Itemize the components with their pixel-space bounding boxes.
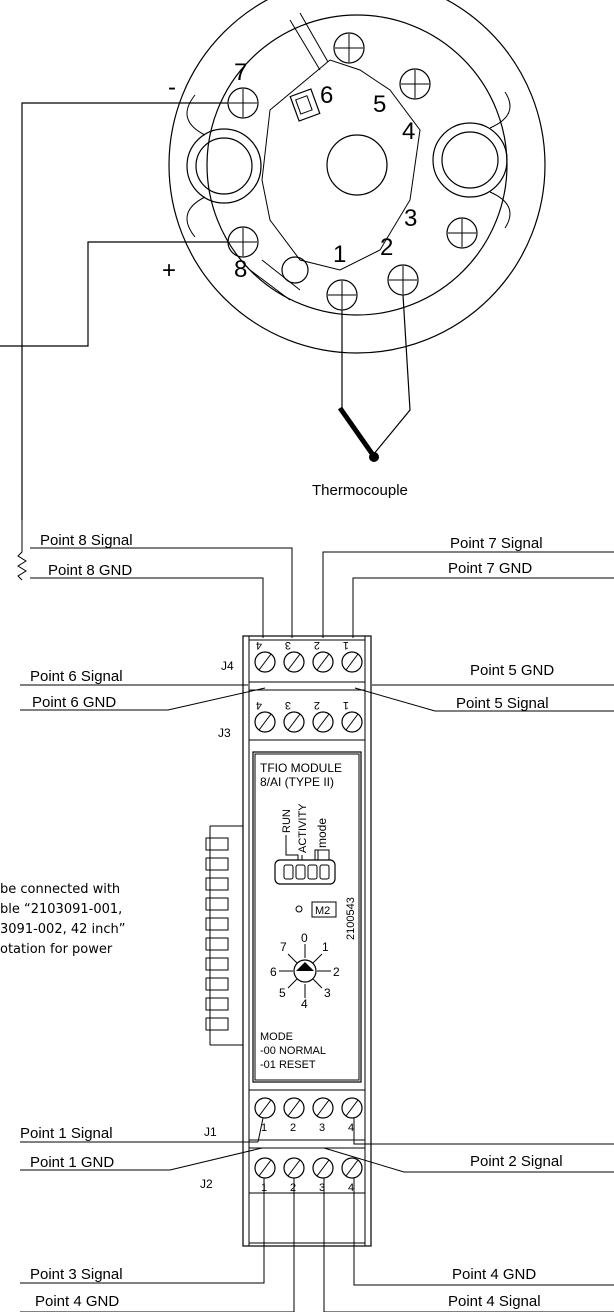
switch-pos-0: 0 bbox=[301, 931, 308, 945]
plus-sign: + bbox=[162, 257, 176, 284]
point1-signal-label: Point 1 Signal bbox=[20, 1125, 113, 1142]
pin-number: 1 bbox=[343, 639, 349, 651]
pin-number: 4 bbox=[256, 639, 262, 651]
pin-number: 4 bbox=[348, 1122, 354, 1134]
mode-normal: -00 NORMAL bbox=[260, 1045, 326, 1057]
led-mode-label: mode bbox=[315, 818, 329, 848]
m2-label: M2 bbox=[315, 905, 330, 917]
bottom-wiring bbox=[20, 1117, 614, 1312]
pin-number: 2 bbox=[290, 1182, 296, 1194]
rotary-switch-icon bbox=[279, 944, 331, 998]
point5-signal-label: Point 5 Signal bbox=[456, 695, 549, 712]
screw-icon bbox=[326, 279, 358, 311]
pin-number: 1 bbox=[343, 699, 349, 711]
switch-pos-7: 7 bbox=[280, 940, 287, 954]
connector-j4-label: J4 bbox=[221, 659, 234, 673]
point4-gnd-label-right: Point 4 GND bbox=[452, 1266, 536, 1283]
point4-gnd-label-left: Point 4 GND bbox=[35, 1293, 119, 1310]
screw-icon bbox=[446, 217, 478, 249]
led-indicators bbox=[274, 859, 336, 885]
pin-number: 2 bbox=[314, 639, 320, 651]
ribbon-connector-tabs bbox=[205, 825, 243, 1046]
loop-wire-minus bbox=[21, 102, 228, 520]
thermocouple-sensor bbox=[337, 294, 411, 462]
point4-signal-label: Point 4 Signal bbox=[448, 1293, 541, 1310]
loop-wire-plus bbox=[0, 241, 228, 347]
terminal-number: 4 bbox=[402, 118, 415, 145]
led-icon bbox=[283, 864, 294, 880]
point6-gnd-label: Point 6 GND bbox=[32, 694, 116, 711]
led-icon bbox=[319, 864, 330, 880]
part-number: 2100543 bbox=[345, 897, 357, 940]
terminal-number: 7 bbox=[234, 59, 247, 86]
top-wiring bbox=[17, 520, 614, 712]
point5-gnd-label: Point 5 GND bbox=[470, 662, 554, 679]
led-activity-label: ACTIVITY bbox=[297, 803, 309, 853]
j2-screws bbox=[254, 1157, 363, 1179]
thermocouple-label: Thermocouple bbox=[312, 482, 408, 499]
terminal-number: 2 bbox=[380, 234, 393, 261]
indicator-dot bbox=[295, 905, 303, 913]
module-subtitle: 8/AI (TYPE II) bbox=[260, 775, 334, 789]
led-icon bbox=[295, 864, 306, 880]
switch-pos-1: 1 bbox=[322, 940, 329, 954]
point2-signal-label: Point 2 Signal bbox=[470, 1153, 563, 1170]
module-title: TFIO MODULE bbox=[260, 761, 342, 775]
pin-number: 4 bbox=[348, 1182, 354, 1194]
point3-signal-label: Point 3 Signal bbox=[30, 1266, 123, 1283]
point7-signal-label: Point 7 Signal bbox=[450, 535, 543, 552]
pin-number: 3 bbox=[319, 1122, 325, 1134]
point1-gnd-label: Point 1 GND bbox=[30, 1154, 114, 1171]
pin-number: 3 bbox=[319, 1182, 325, 1194]
pin-number: 1 bbox=[261, 1122, 267, 1134]
screw-icon bbox=[387, 264, 419, 296]
screw-icon bbox=[227, 87, 259, 119]
note-line-4: otation for power bbox=[0, 942, 113, 957]
switch-pos-6: 6 bbox=[270, 965, 277, 979]
switch-pos-4: 4 bbox=[301, 997, 308, 1011]
resistor-icon bbox=[17, 520, 27, 581]
switch-pos-2: 2 bbox=[333, 965, 340, 979]
screw-icon bbox=[333, 32, 365, 64]
point7-gnd-label: Point 7 GND bbox=[448, 560, 532, 577]
note-line-3: 3091-002, 42 inch” bbox=[0, 922, 126, 937]
pin-number: 2 bbox=[314, 699, 320, 711]
switch-pos-3: 3 bbox=[324, 986, 331, 1000]
j3-screws bbox=[254, 711, 363, 733]
pin-number: 4 bbox=[256, 699, 262, 711]
pin-number: 2 bbox=[290, 1122, 296, 1134]
led-icon bbox=[307, 864, 318, 880]
point8-signal-label: Point 8 Signal bbox=[40, 532, 133, 549]
terminal-number: 6 bbox=[320, 82, 333, 109]
screw-icon bbox=[399, 68, 431, 100]
led-run-label: RUN bbox=[281, 809, 293, 833]
point8-gnd-label: Point 8 GND bbox=[48, 562, 132, 579]
pin-number: 3 bbox=[285, 639, 291, 651]
screw-icon bbox=[227, 226, 259, 258]
connector-j3-label: J3 bbox=[218, 726, 231, 740]
mode-reset: -01 RESET bbox=[260, 1059, 316, 1071]
terminal-number: 3 bbox=[404, 205, 417, 232]
terminal-screws bbox=[227, 32, 478, 311]
point6-signal-label: Point 6 Signal bbox=[30, 668, 123, 685]
j1-screws bbox=[254, 1097, 363, 1119]
mode-title: MODE bbox=[260, 1031, 293, 1043]
terminal-number: 8 bbox=[234, 256, 247, 283]
m2-box bbox=[311, 901, 337, 918]
note-line-2: ble “2103091-001, bbox=[0, 902, 122, 917]
note-line-1: be connected with bbox=[0, 882, 120, 897]
minus-sign: - bbox=[168, 74, 176, 101]
connector-j1-label: J1 bbox=[204, 1125, 217, 1139]
switch-pos-5: 5 bbox=[279, 986, 286, 1000]
pin-number: 3 bbox=[285, 699, 291, 711]
temperature-transmitter-head bbox=[168, 0, 546, 354]
connector-j2-label: J2 bbox=[200, 1177, 213, 1191]
terminal-number: 1 bbox=[333, 241, 346, 268]
terminal-number: 5 bbox=[373, 91, 386, 118]
j4-screws bbox=[254, 651, 363, 673]
